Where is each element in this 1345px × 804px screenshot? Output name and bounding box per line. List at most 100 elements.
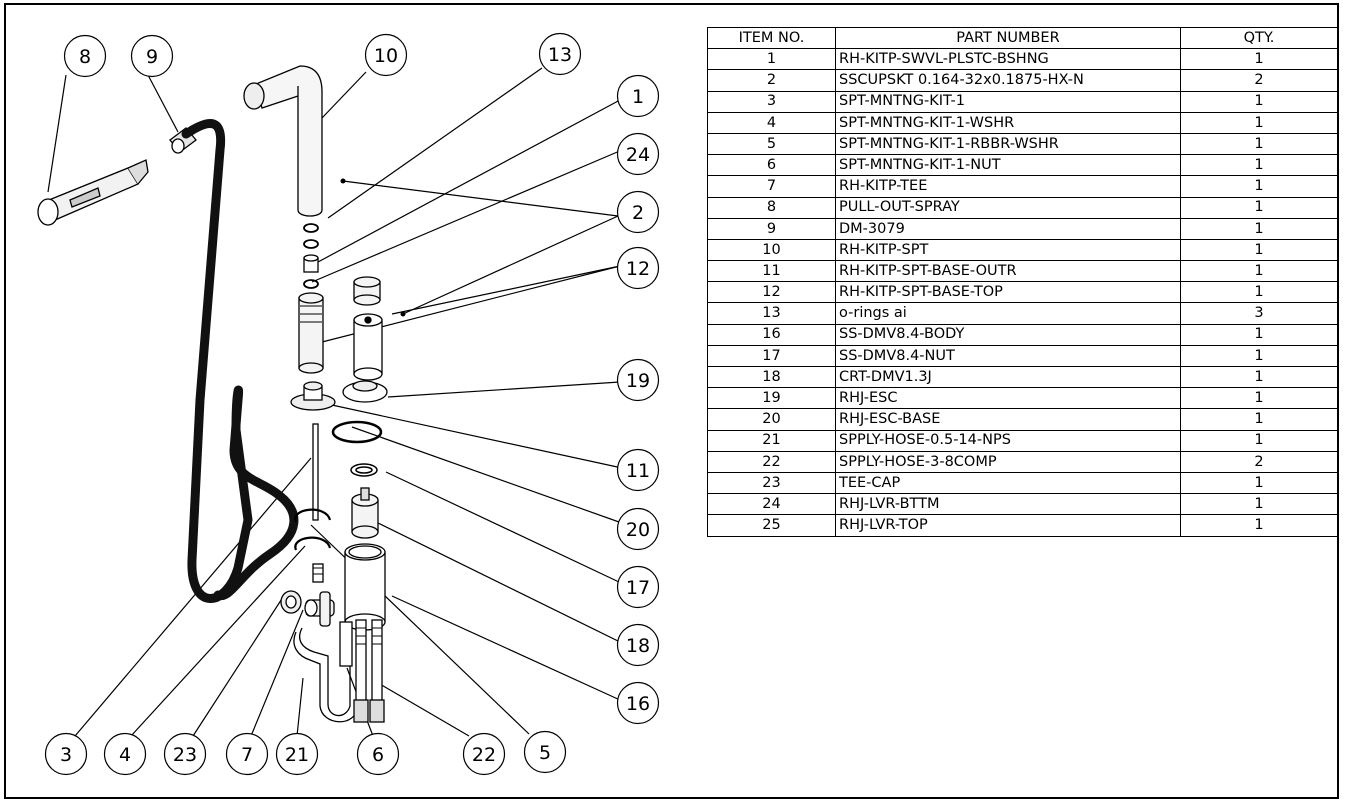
lever-top [353,276,381,306]
svg-text:12: 12 [626,258,650,280]
item-cell: 1 [707,48,836,71]
part-number-cell: TEE-CAP [835,471,1181,495]
qty-cell: 1 [1180,344,1338,368]
svg-text:18: 18 [626,635,650,657]
svg-text:22: 22 [472,744,496,766]
svg-text:9: 9 [146,46,158,68]
escutcheon-base [331,420,383,444]
cartridge [351,487,379,539]
qty-cell: 3 [1180,302,1338,325]
svg-text:19: 19 [626,370,650,392]
balloons: 8 9 10 13 1 24 2 12 19 11 20 17 18 16 3 … [44,32,660,776]
part-number-cell: RH-KITP-TEE [835,175,1181,198]
balloon-4: 4 [103,732,147,776]
mounting-washers [294,508,332,551]
item-cell: 22 [707,450,836,473]
svg-text:3: 3 [60,744,72,766]
svg-text:7: 7 [241,744,253,766]
qty-cell: 1 [1180,493,1338,516]
part-number-cell: SSCUPSKT 0.164-32x0.1875-HX-N [835,69,1181,92]
valve-body [344,543,386,631]
svg-text:10: 10 [374,45,398,67]
qty-cell: 1 [1180,90,1338,113]
svg-text:2: 2 [632,202,644,224]
part-number-cell: SPT-MNTNG-KIT-1-WSHR [835,111,1181,134]
balloon-5: 5 [523,730,567,774]
header-qty: QTY. [1180,26,1338,50]
balloon-23: 23 [163,732,207,776]
qty-cell: 1 [1180,260,1338,283]
item-cell: 6 [707,154,836,177]
qty-cell: 1 [1180,408,1338,431]
item-cell: 21 [707,429,836,452]
valve-nut [350,463,378,477]
balloon-2: 2 [616,190,660,234]
balloon-7: 7 [225,732,269,776]
item-cell: 18 [707,365,836,389]
svg-text:4: 4 [119,744,131,766]
item-cell: 5 [707,132,836,156]
part-number-cell: DM-3079 [835,217,1181,240]
item-cell: 16 [707,323,836,346]
svg-text:1: 1 [632,86,644,108]
part-number-cell: SPT-MNTNG-KIT-1-RBBR-WSHR [835,132,1181,156]
item-cell: 17 [707,344,836,368]
balloon-3: 3 [44,732,88,776]
supply-hoses-3-8 [353,619,385,723]
part-number-cell: SS-DMV8.4-NUT [835,344,1181,368]
escutcheon [290,380,388,411]
svg-text:24: 24 [626,144,650,166]
balloon-21: 21 [275,732,319,776]
part-number-cell: RH-KITP-SPT-BASE-OUTR [835,260,1181,283]
balloon-11: 11 [616,448,660,492]
part-number-cell: PULL-OUT-SPRAY [835,196,1181,219]
part-number-cell: RHJ-ESC [835,387,1181,410]
part-number-cell: RH-KITP-SWVL-PLSTC-BSHNG [835,48,1181,71]
part-number-cell: SS-DMV8.4-BODY [835,323,1181,346]
balloon-24: 24 [616,132,660,176]
item-cell: 20 [707,408,836,431]
svg-text:6: 6 [372,744,384,766]
balloon-16: 16 [616,681,660,725]
item-cell: 9 [707,217,836,240]
balloon-17: 17 [616,565,660,609]
mounting-rod [312,423,319,521]
qty-cell: 1 [1180,48,1338,71]
part-number-cell: SPT-MNTNG-KIT-1 [835,90,1181,113]
balloon-18: 18 [616,623,660,667]
qty-cell: 1 [1180,217,1338,240]
qty-cell: 1 [1180,154,1338,177]
qty-cell: 2 [1180,450,1338,473]
item-cell: 8 [707,196,836,219]
qty-cell: 1 [1180,471,1338,495]
spout-base-outer [298,292,324,374]
qty-cell: 1 [1180,514,1338,537]
item-cell: 19 [707,387,836,410]
balloon-13: 13 [538,32,582,76]
qty-cell: 1 [1180,429,1338,452]
part-number-cell: RH-KITP-SPT-BASE-TOP [835,281,1181,304]
part-number-cell: RHJ-LVR-TOP [835,514,1181,537]
balloon-6: 6 [356,732,400,776]
sscupskt-screws [340,178,406,317]
svg-text:17: 17 [626,577,650,599]
qty-cell: 1 [1180,175,1338,198]
qty-cell: 1 [1180,387,1338,410]
svg-text:13: 13 [548,44,572,66]
qty-cell: 1 [1180,365,1338,389]
part-number-cell: RHJ-ESC-BASE [835,408,1181,431]
